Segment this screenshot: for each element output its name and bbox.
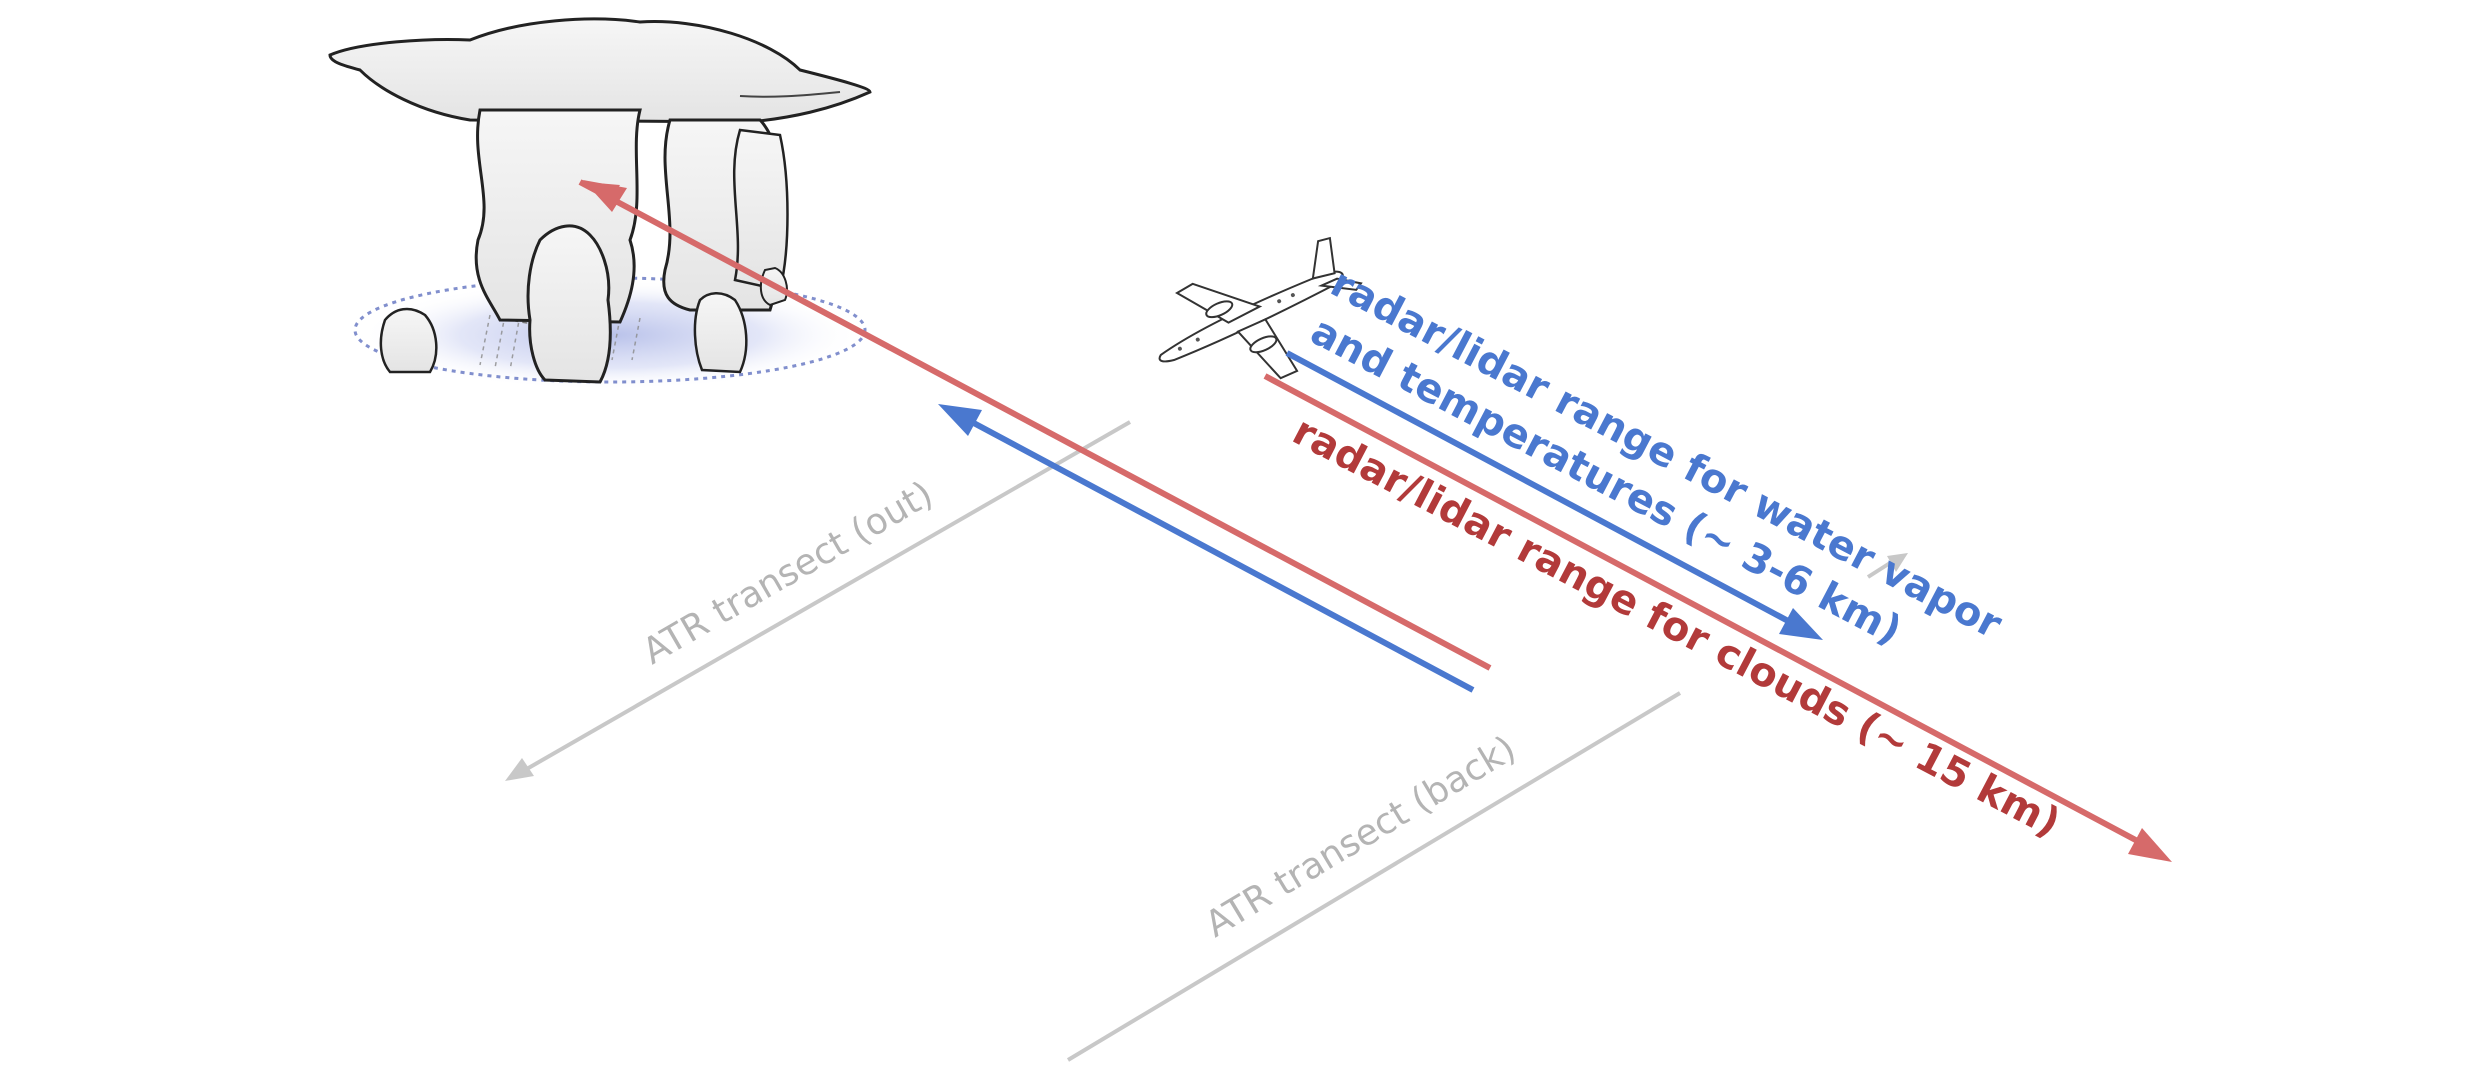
label-transect-out: ATR transect (out) <box>636 474 940 673</box>
cumulonimbus-cloud-icon <box>328 17 872 390</box>
atr-transect-out <box>505 420 1131 781</box>
atr-transect-back <box>1066 691 1682 1062</box>
blue-range-line-forward <box>1285 350 1823 640</box>
label-transect-back: ATR transect (back) <box>1199 728 1524 945</box>
atr-transect-back-arrowhead <box>1866 553 1908 579</box>
red-arrowhead-cloud <box>583 180 627 212</box>
blue-range-line-back <box>938 404 1475 693</box>
red-range-line-forward <box>1263 373 2172 862</box>
aircraft-icon <box>1158 236 1363 380</box>
